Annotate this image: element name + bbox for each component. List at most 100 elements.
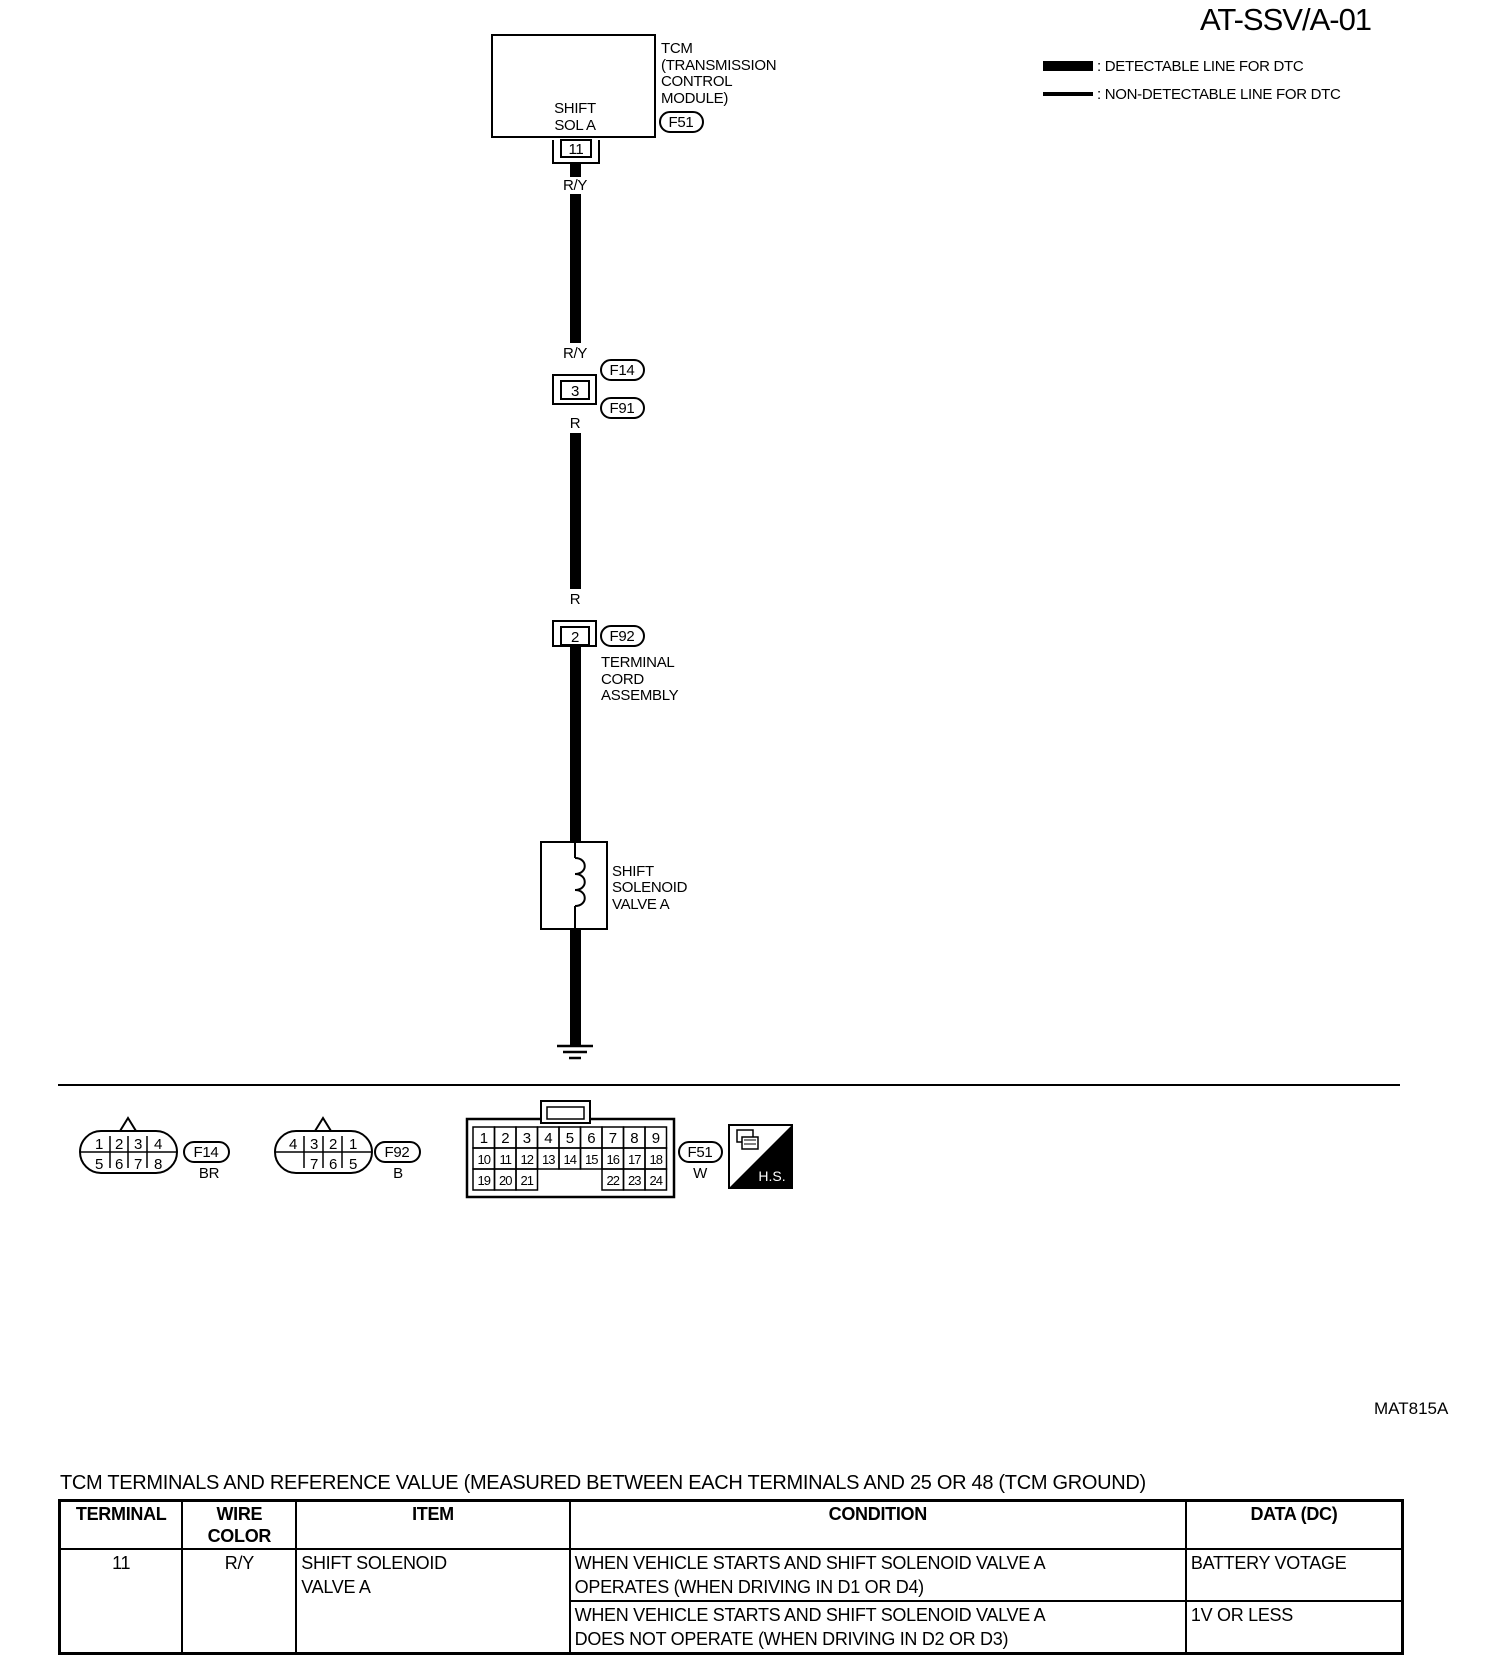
connector-tag-label: F91 [610, 400, 635, 417]
condition-line: WHEN VEHICLE STARTS AND SHIFT SOLENOID V… [574, 1605, 1046, 1625]
connector-tag-label: F14 [194, 1144, 219, 1161]
pin-number: 5 [95, 1156, 103, 1173]
pin-number: 5 [349, 1156, 357, 1173]
terminal-cell: 11 [58, 1548, 184, 1655]
connector-tag [678, 1141, 723, 1163]
tcm-inner-label: SHIFT [554, 100, 596, 117]
legend-label: : DETECTABLE LINE FOR DTC [1097, 57, 1304, 75]
legend-label: : NON-DETECTABLE LINE FOR DTC [1097, 85, 1341, 103]
harness-side-badge: H.S. [728, 1124, 793, 1189]
wire-segment [570, 646, 581, 842]
pin-number: 2 [501, 1130, 509, 1147]
pin-number: 2 [115, 1136, 123, 1153]
table-header-row: TERMINAL WIRE COLOR ITEM CONDITION DATA … [58, 1499, 1404, 1550]
item-line: VALVE A [301, 1577, 371, 1597]
pin-number: 9 [652, 1130, 660, 1147]
joint-connector-body [552, 374, 597, 405]
pin-number: 1 [480, 1130, 488, 1147]
pin-number: 20 [499, 1173, 512, 1188]
terminal-box [560, 626, 590, 646]
pin-number: 21 [521, 1173, 534, 1188]
pin-number: 14 [564, 1152, 577, 1167]
pin-number: 6 [115, 1156, 123, 1173]
pin-number: 7 [134, 1156, 142, 1173]
table-row: 11 R/Y SHIFT SOLENOID VALVE A WHEN VEHIC… [58, 1548, 1404, 1655]
connector-color-label: BR [199, 1165, 220, 1182]
wire-segment [570, 163, 581, 177]
wiring-diagram: TCM (TRANSMISSION CONTROL MODULE) SHIFT … [58, 34, 1400, 1199]
terminal-cord-label: CORD [601, 671, 644, 688]
pin-number: 8 [154, 1156, 162, 1173]
tcm-title-line: CONTROL [661, 73, 732, 90]
column-header: ITEM [295, 1499, 571, 1550]
pin-number: 11 [500, 1152, 512, 1167]
item-cell: SHIFT SOLENOID VALVE A [295, 1548, 571, 1655]
ground-icon [557, 1044, 593, 1060]
pin-number: 17 [628, 1152, 641, 1167]
pin-number: 4 [289, 1136, 297, 1153]
data-cell: BATTERY VOTAGE [1184, 1548, 1404, 1602]
pin-number: 12 [521, 1152, 534, 1167]
wire-segment [570, 433, 581, 589]
legend-row-detectable: : DETECTABLE LINE FOR DTC [1043, 52, 1341, 80]
page-title: AT-SSV/A-01 [1200, 2, 1372, 37]
data-cell: 1V OR LESS [1184, 1600, 1404, 1655]
tcm-box [491, 34, 656, 138]
wire-color-cell: R/Y [181, 1548, 298, 1655]
condition-cell: WHEN VEHICLE STARTS AND SHIFT SOLENOID V… [568, 1548, 1187, 1602]
pin-number: 15 [585, 1152, 598, 1167]
terminal-box [560, 380, 590, 400]
connector-view-f92: 4 3 2 1 7 6 5 F92 B [274, 1116, 421, 1182]
connector-tag-f14 [600, 359, 645, 381]
connector-tag-label: F51 [688, 1144, 713, 1161]
condition-line: WHEN VEHICLE STARTS AND SHIFT SOLENOID V… [574, 1553, 1046, 1573]
pin-number: 3 [134, 1136, 142, 1153]
pin-number: 1 [349, 1136, 357, 1153]
solenoid-label: VALVE A [612, 896, 670, 913]
terminal-cord-terminal-number: 2 [571, 629, 579, 646]
connector-tag-label: F51 [669, 114, 694, 131]
condition-cell: WHEN VEHICLE STARTS AND SHIFT SOLENOID V… [568, 1600, 1187, 1655]
pin-cell [515, 1168, 539, 1191]
table-title: TCM TERMINALS AND REFERENCE VALUE (MEASU… [60, 1472, 1146, 1494]
terminal-cord-label: TERMINAL [601, 654, 674, 671]
pin-number: 2 [329, 1136, 337, 1153]
pin-number: 16 [607, 1152, 620, 1167]
figure-id: MAT815A [1374, 1399, 1449, 1418]
column-header: TERMINAL [58, 1499, 184, 1550]
pin-number: 6 [587, 1130, 595, 1147]
thick-line-swatch [1043, 61, 1093, 71]
item-line: SHIFT SOLENOID [301, 1553, 447, 1573]
pin-number: 3 [523, 1130, 531, 1147]
tcm-title-line: TCM [661, 40, 693, 57]
column-header: DATA (DC) [1184, 1499, 1404, 1550]
condition-line: DOES NOT OPERATE (WHEN DRIVING IN D2 OR … [574, 1629, 1009, 1649]
wire-color-label: R [570, 591, 581, 608]
wire-color-label: R/Y [563, 345, 587, 362]
pin-number: 3 [310, 1136, 318, 1153]
pin-number: 5 [566, 1130, 574, 1147]
wire-segment [570, 929, 581, 1045]
reference-table: TERMINAL WIRE COLOR ITEM CONDITION DATA … [58, 1499, 1404, 1655]
pin-number: 18 [650, 1152, 663, 1167]
connector-tag-f92 [600, 625, 645, 647]
connector-tag-f91 [600, 397, 645, 419]
connector-tag-label: F14 [610, 362, 635, 379]
pin-number: 4 [544, 1130, 552, 1147]
table-row: WHEN VEHICLE STARTS AND SHIFT SOLENOID V… [60, 1600, 1404, 1655]
pin-cell [644, 1168, 668, 1191]
tcm-terminal-number: 11 [569, 141, 584, 158]
pin-number: 4 [154, 1136, 162, 1153]
column-header: WIRE COLOR [181, 1499, 298, 1550]
connector-tag [374, 1141, 421, 1163]
pin-number: 7 [609, 1130, 617, 1147]
condition-line: OPERATES (WHEN DRIVING IN D1 OR D4) [574, 1577, 925, 1597]
pin-number: 24 [650, 1173, 663, 1188]
connector-color-label: W [693, 1165, 708, 1182]
pin-number: 23 [628, 1173, 641, 1188]
pin-number: 22 [607, 1173, 620, 1188]
joint-terminal-number: 3 [571, 383, 579, 400]
wire-segment [570, 194, 581, 343]
pin-number: 13 [542, 1152, 555, 1167]
